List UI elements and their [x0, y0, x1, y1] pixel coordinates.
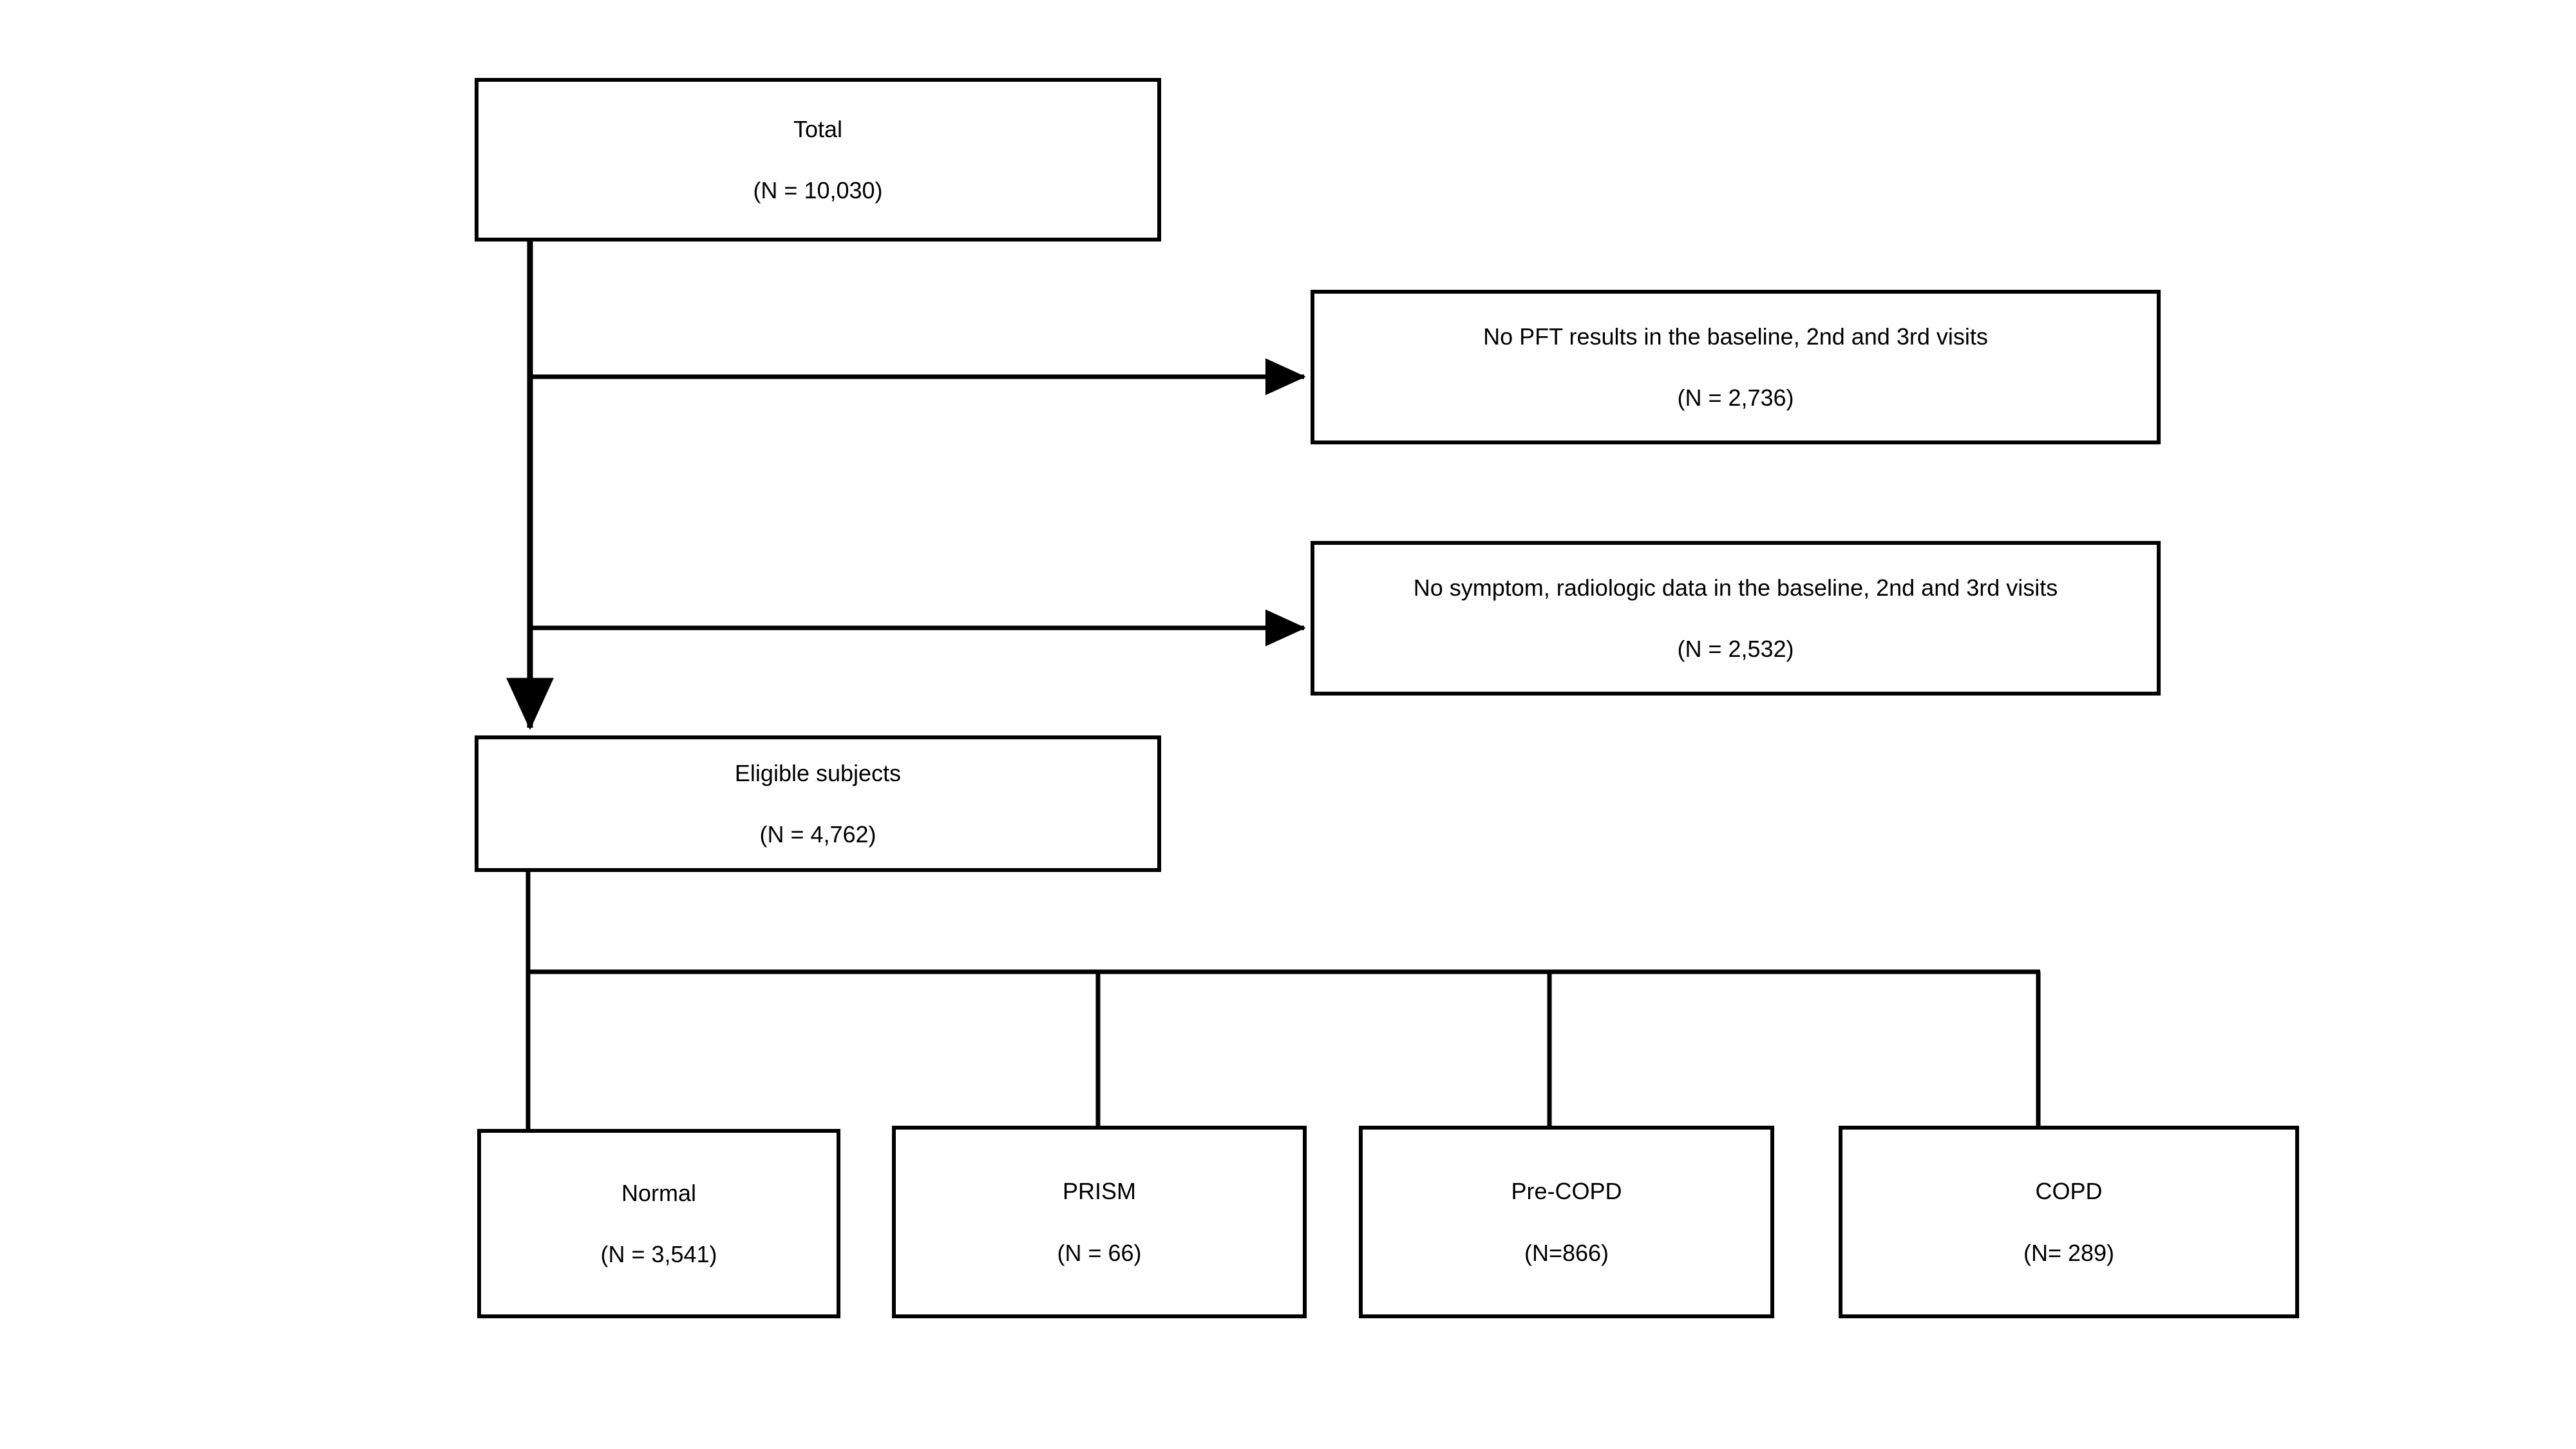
node-pre-copd: Pre-COPD (N=866): [1359, 1126, 1774, 1318]
node-eligible-subjects: Eligible subjects (N = 4,762): [475, 735, 1161, 872]
node-total: Total (N = 10,030): [475, 78, 1161, 242]
node-eligible-subjects-count: (N = 4,762): [759, 821, 876, 848]
node-copd-title: COPD: [2035, 1178, 2103, 1205]
node-exclusion-symptom-title: No symptom, radiologic data in the basel…: [1413, 574, 2058, 601]
node-pre-copd-count: (N=866): [1524, 1239, 1609, 1266]
node-eligible-subjects-title: Eligible subjects: [734, 759, 902, 786]
node-exclusion-symptom-count: (N = 2,532): [1677, 636, 1794, 662]
node-prism-count: (N = 66): [1057, 1239, 1142, 1266]
node-copd-count: (N= 289): [2023, 1239, 2115, 1266]
node-total-title: Total: [793, 115, 843, 142]
node-pre-copd-title: Pre-COPD: [1511, 1178, 1622, 1205]
node-exclusion-pft-count: (N = 2,736): [1677, 384, 1794, 411]
node-normal-title: Normal: [621, 1179, 696, 1206]
node-normal-count: (N = 3,541): [600, 1241, 717, 1267]
node-exclusion-pft: No PFT results in the baseline, 2nd and …: [1311, 290, 2161, 444]
node-total-count: (N = 10,030): [753, 177, 883, 204]
node-copd: COPD (N= 289): [1839, 1126, 2299, 1318]
node-normal: Normal (N = 3,541): [477, 1129, 840, 1318]
node-exclusion-pft-title: No PFT results in the baseline, 2nd and …: [1483, 323, 1988, 350]
node-prism-title: PRISM: [1062, 1178, 1136, 1205]
node-prism: PRISM (N = 66): [892, 1126, 1307, 1318]
node-exclusion-symptom: No symptom, radiologic data in the basel…: [1311, 541, 2161, 696]
